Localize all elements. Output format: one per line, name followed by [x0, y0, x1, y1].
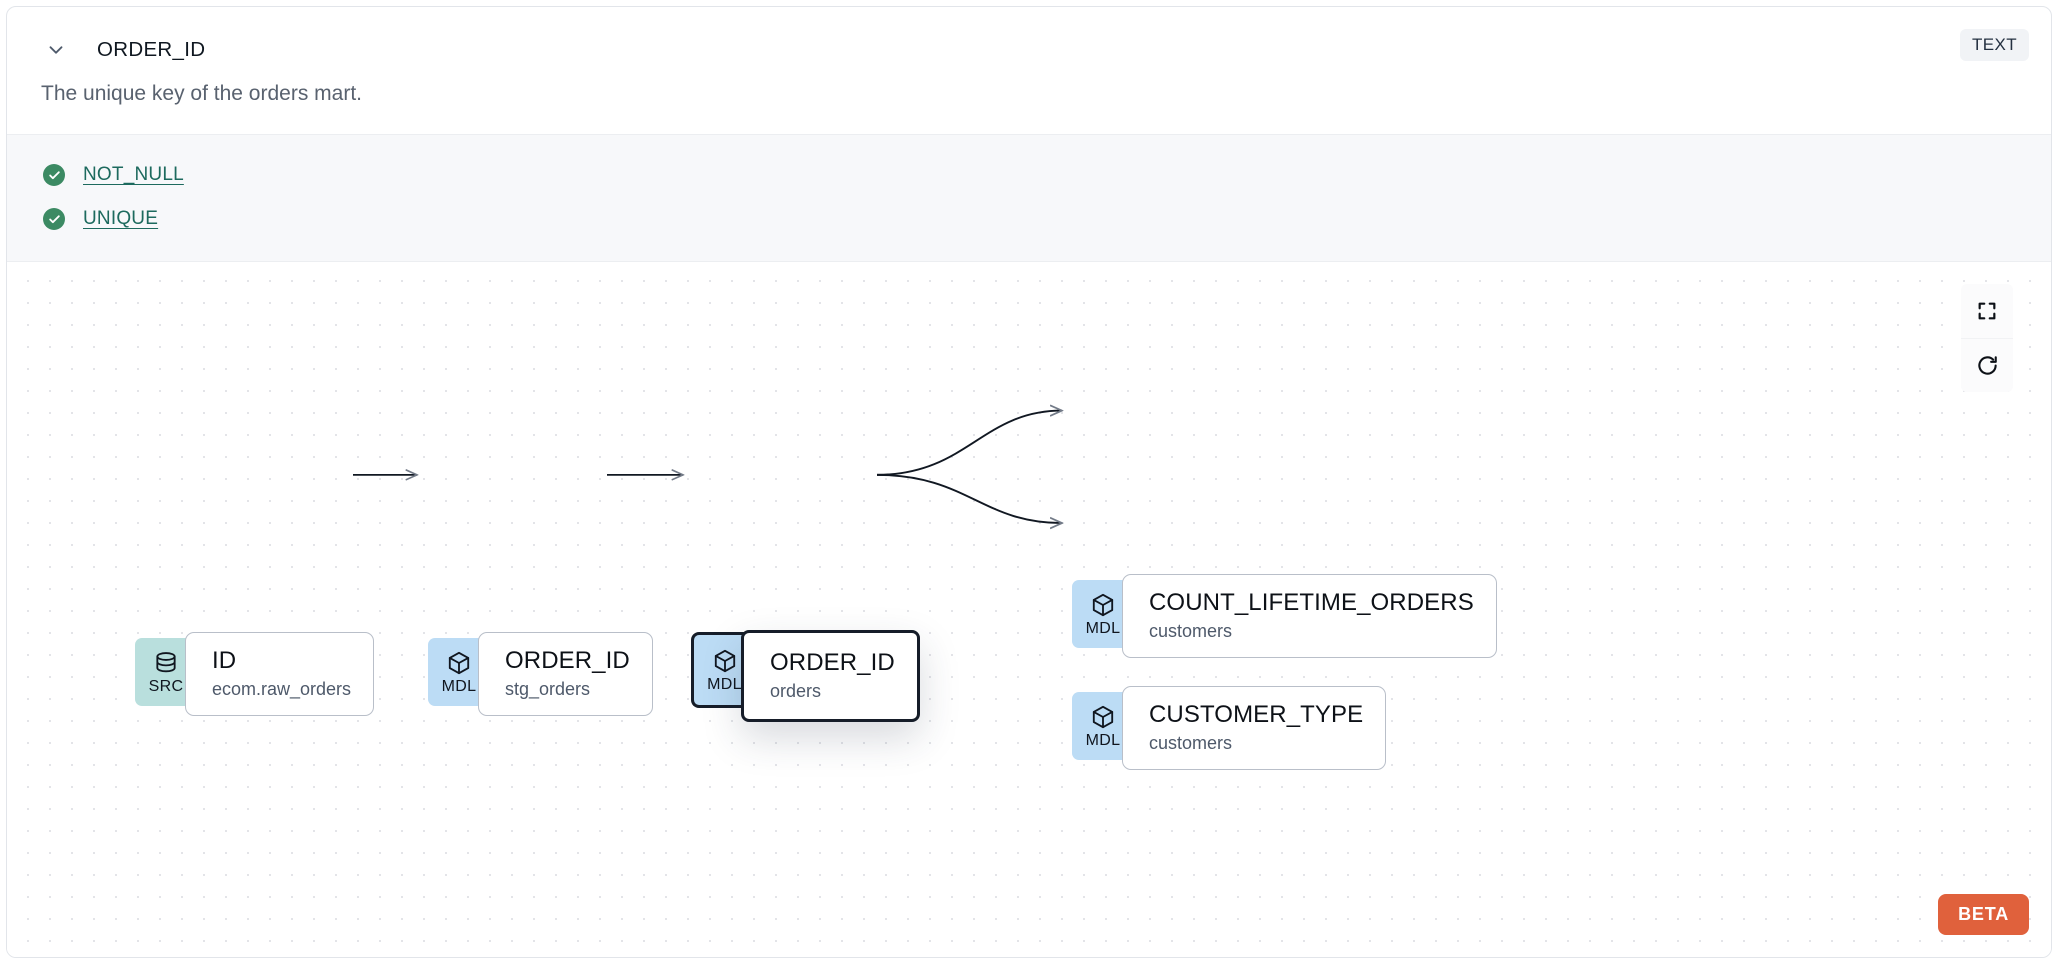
node-subtitle: orders: [770, 680, 822, 701]
node-badge-label: MDL: [1085, 619, 1121, 637]
node-subtitle: customers: [1149, 732, 1233, 753]
test-link-unique[interactable]: UNIQUE: [83, 208, 159, 230]
cube-icon: [446, 650, 472, 676]
node-name: ID: [212, 646, 237, 674]
node-name: COUNT_LIFETIME_ORDERS: [1149, 588, 1474, 616]
node-subtitle: stg_orders: [505, 678, 591, 699]
panel-header: ORDER_ID TEXT: [7, 7, 2051, 81]
node-badge-label: MDL: [1085, 731, 1121, 749]
cube-icon: [1090, 704, 1116, 730]
check-circle-icon: [43, 164, 65, 187]
lineage-edges: [353, 262, 2051, 957]
test-row: UNIQUE: [7, 197, 2051, 241]
node-badge-label: MDL: [441, 677, 477, 695]
beta-badge[interactable]: BETA: [1938, 894, 2029, 935]
fullscreen-icon: [1976, 300, 1998, 322]
node-name: ORDER_ID: [505, 646, 630, 674]
lineage-node-orders[interactable]: MDL ORDER_ID orders: [691, 630, 920, 723]
column-detail-panel: ORDER_ID TEXT The unique key of the orde…: [6, 6, 2052, 958]
lineage-node-id[interactable]: SRC ID ecom.raw_orders: [135, 632, 375, 717]
node-name: ORDER_ID: [770, 648, 895, 676]
node-card[interactable]: ORDER_ID stg_orders: [478, 632, 653, 717]
lineage-node-customer-type[interactable]: MDL CUSTOMER_TYPE customers: [1072, 686, 1387, 771]
node-card[interactable]: ORDER_ID orders: [741, 630, 920, 723]
cube-icon: [712, 648, 738, 674]
refresh-icon: [1976, 354, 1999, 377]
data-type-badge: TEXT: [1959, 29, 2029, 61]
node-subtitle: ecom.raw_orders: [212, 678, 352, 699]
column-description: The unique key of the orders mart.: [41, 82, 362, 105]
node-badge-label: MDL: [707, 675, 742, 693]
node-name: CUSTOMER_TYPE: [1149, 700, 1364, 728]
node-card[interactable]: COUNT_LIFETIME_ORDERS customers: [1122, 574, 1497, 659]
node-subtitle: customers: [1149, 620, 1233, 641]
tests-section: NOT_NULL UNIQUE: [7, 134, 2051, 263]
test-link-not-null[interactable]: NOT_NULL: [83, 164, 184, 186]
cube-icon: [1090, 592, 1116, 618]
header-left-group: ORDER_ID: [41, 35, 205, 65]
page-title: ORDER_ID: [97, 38, 206, 61]
check-circle-icon: [43, 208, 65, 231]
edge-orders-to-customer-type: [876, 474, 1062, 523]
chevron-down-icon[interactable]: [41, 35, 71, 65]
fit-view-button[interactable]: [1961, 284, 2013, 339]
canvas-controls: [1961, 284, 2013, 393]
node-card[interactable]: ID ecom.raw_orders: [185, 632, 375, 717]
lineage-node-count-lifetime-orders[interactable]: MDL COUNT_LIFETIME_ORDERS customers: [1072, 574, 1497, 659]
lineage-node-stg-orders[interactable]: MDL ORDER_ID stg_orders: [428, 632, 653, 717]
lineage-canvas[interactable]: SRC ID ecom.raw_orders MDL ORDE: [7, 262, 2051, 957]
node-badge-label: SRC: [148, 677, 184, 695]
test-row: NOT_NULL: [7, 153, 2051, 197]
node-card[interactable]: CUSTOMER_TYPE customers: [1122, 686, 1387, 771]
database-icon: [153, 650, 179, 676]
reset-view-button[interactable]: [1961, 338, 2013, 393]
edge-orders-to-count: [876, 411, 1062, 477]
